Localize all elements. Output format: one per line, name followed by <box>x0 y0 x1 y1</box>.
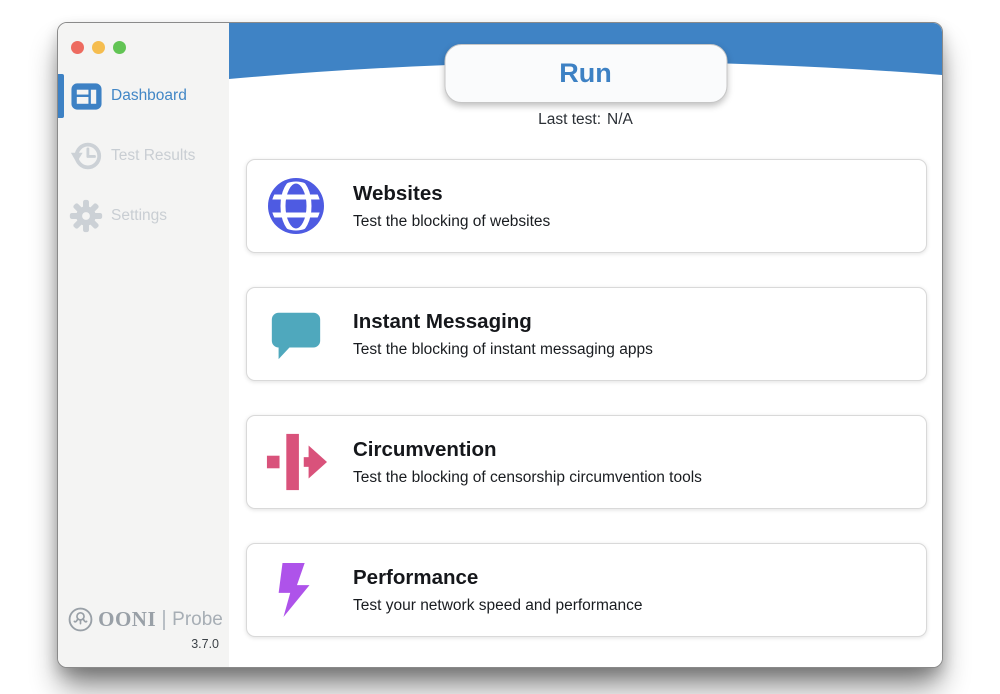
zoom-button[interactable] <box>113 41 126 54</box>
card-description: Test your network speed and performance <box>353 596 643 614</box>
card-title: Performance <box>353 565 479 589</box>
last-test-status: Last test: N/A <box>229 111 942 128</box>
sidebar-item-label: Test Results <box>111 147 196 164</box>
test-card-list: Websites Test the blocking of websites I… <box>246 159 927 637</box>
app-version: 3.7.0 <box>191 637 219 651</box>
breakthrough-arrow-icon <box>265 431 327 493</box>
minimize-button[interactable] <box>92 41 105 54</box>
card-websites[interactable]: Websites Test the blocking of websites <box>246 159 927 253</box>
card-title: Websites <box>353 181 443 205</box>
last-test-label: Last test: <box>538 111 602 128</box>
card-text: Instant Messaging Test the blocking of i… <box>353 310 653 359</box>
card-description: Test the blocking of instant messaging a… <box>353 340 653 358</box>
history-icon <box>69 139 103 173</box>
sidebar: Dashboard Test Results <box>58 23 229 667</box>
card-circumvention[interactable]: Circumvention Test the blocking of censo… <box>246 415 927 509</box>
ooni-octopus-icon <box>68 607 93 632</box>
sidebar-footer: OONI Probe 3.7.0 <box>58 607 229 651</box>
card-text: Websites Test the blocking of websites <box>353 182 550 231</box>
active-indicator-bar <box>58 74 64 118</box>
card-description: Test the blocking of censorship circumve… <box>353 468 702 486</box>
brand-name: OONI <box>98 607 157 631</box>
last-test-value: N/A <box>607 111 633 128</box>
run-button[interactable]: Run <box>444 44 727 103</box>
card-title: Circumvention <box>353 437 497 461</box>
gear-icon <box>69 199 103 233</box>
globe-icon <box>265 175 327 237</box>
card-description: Test the blocking of websites <box>353 212 551 230</box>
titlebar-traffic-lights <box>71 41 126 54</box>
sidebar-item-label: Dashboard <box>111 87 187 104</box>
main-content: Run Last test: N/A <box>229 23 942 667</box>
card-title: Instant Messaging <box>353 309 532 333</box>
card-text: Performance Test your network speed and … <box>353 566 643 615</box>
sidebar-item-label: Settings <box>111 207 168 224</box>
card-text: Circumvention Test the blocking of censo… <box>353 438 702 487</box>
sidebar-item-dashboard[interactable]: Dashboard <box>58 74 229 118</box>
close-button[interactable] <box>71 41 84 54</box>
card-instant-messaging[interactable]: Instant Messaging Test the blocking of i… <box>246 287 927 381</box>
sidebar-item-settings[interactable]: Settings <box>58 194 229 238</box>
dashboard-icon <box>69 79 103 113</box>
sidebar-item-test-results[interactable]: Test Results <box>58 134 229 178</box>
brand-separator <box>163 609 166 630</box>
chat-bubble-icon <box>265 303 327 365</box>
app-window: Dashboard Test Results <box>57 22 943 668</box>
sidebar-nav: Dashboard Test Results <box>58 74 229 254</box>
card-performance[interactable]: Performance Test your network speed and … <box>246 543 927 637</box>
brand-product: Probe <box>172 608 223 630</box>
ooni-probe-logo: OONI Probe <box>58 607 229 632</box>
lightning-bolt-icon <box>265 559 327 621</box>
